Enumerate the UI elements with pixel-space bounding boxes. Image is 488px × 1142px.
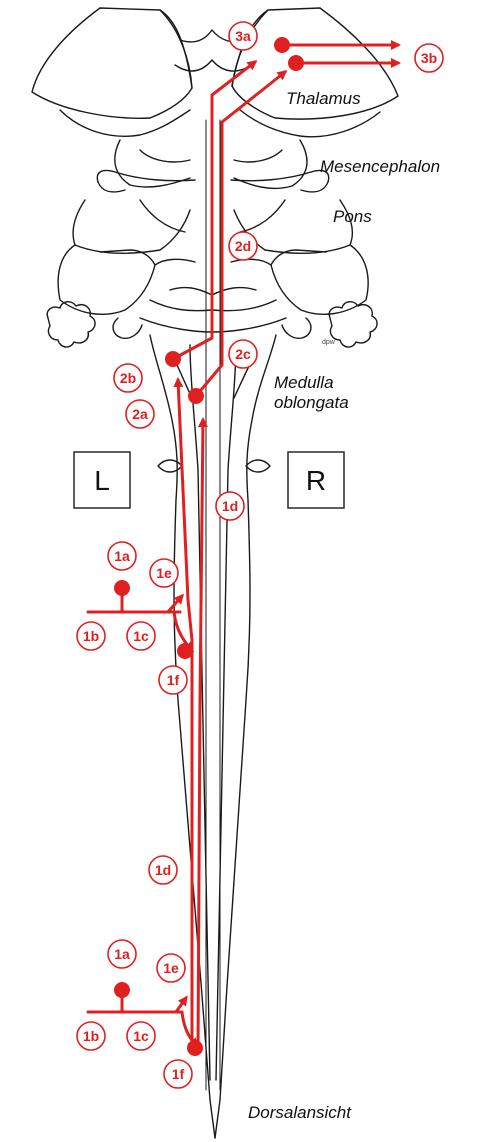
badge-text-1f-lower: 1f: [172, 1066, 185, 1082]
badge-text-1d-upper: 1d: [222, 498, 238, 514]
region-labels: Thalamus Mesencephalon Pons Medulla oblo…: [248, 89, 440, 1122]
badge-text-1f-upper: 1f: [167, 672, 180, 688]
right-side-label: R: [306, 465, 326, 496]
left-side-label: L: [94, 465, 110, 496]
nucleus-neuron-2a: [188, 388, 204, 404]
label-mesencephalon: Mesencephalon: [320, 157, 440, 176]
thalamus-left-lobe: [32, 8, 192, 118]
medulla-right-contour: [215, 335, 276, 1138]
pineal-region: [160, 10, 268, 88]
label-medulla-line1: Medulla: [274, 373, 334, 392]
root-entry-upper: [168, 596, 182, 612]
cerebellar-peduncle-left: [58, 245, 155, 314]
flocculus-right: [329, 302, 377, 347]
badge-text-1d-lower: 1d: [155, 862, 171, 878]
badge-text-1b-upper: 1b: [83, 628, 99, 644]
thalamic-neuron-lower: [288, 55, 304, 71]
ganglion-cell-lower: [114, 982, 130, 998]
badge-text-1c-upper: 1c: [133, 628, 149, 644]
badge-text-1b-lower: 1b: [83, 1028, 99, 1044]
badge-text-1a-lower: 1a: [114, 946, 130, 962]
label-view: Dorsalansicht: [248, 1103, 352, 1122]
badge-text-1e-upper: 1e: [156, 565, 172, 581]
badge-text-2c: 2c: [235, 346, 251, 362]
pathway-lines: [88, 45, 398, 1050]
badge-text-2d: 2d: [235, 238, 251, 254]
dorsal-column-fiber-1: [178, 380, 192, 1048]
neuron-cell-bodies: [114, 37, 304, 1056]
label-medulla-line2: oblongata: [274, 393, 349, 412]
dorsal-horn-neuron-lower: [187, 1040, 203, 1056]
ganglion-cell-upper: [114, 580, 130, 596]
dorsal-horn-neuron-upper: [177, 643, 193, 659]
badge-text-2a: 2a: [132, 406, 148, 422]
badge-text-1e-lower: 1e: [163, 960, 179, 976]
badge-text-1a-upper: 1a: [114, 548, 130, 564]
thalamic-neuron-3a: [274, 37, 290, 53]
label-credit: dpw: [322, 339, 336, 346]
label-thalamus: Thalamus: [286, 89, 361, 108]
brainstem-outline: [32, 8, 398, 1138]
side-indicators: L R: [74, 452, 344, 508]
badge-text-1c-lower: 1c: [133, 1028, 149, 1044]
label-pons: Pons: [333, 207, 372, 226]
root-entry-lower: [176, 998, 186, 1012]
cerebellar-peduncle-right: [271, 245, 368, 314]
pathway-badges: [77, 22, 443, 1088]
badge-text-2b: 2b: [120, 370, 136, 386]
badge-text-3a: 3a: [235, 28, 251, 44]
nucleus-neuron-2b: [165, 351, 181, 367]
flocculus-left: [47, 302, 95, 347]
badge-text-3b: 3b: [421, 50, 437, 66]
